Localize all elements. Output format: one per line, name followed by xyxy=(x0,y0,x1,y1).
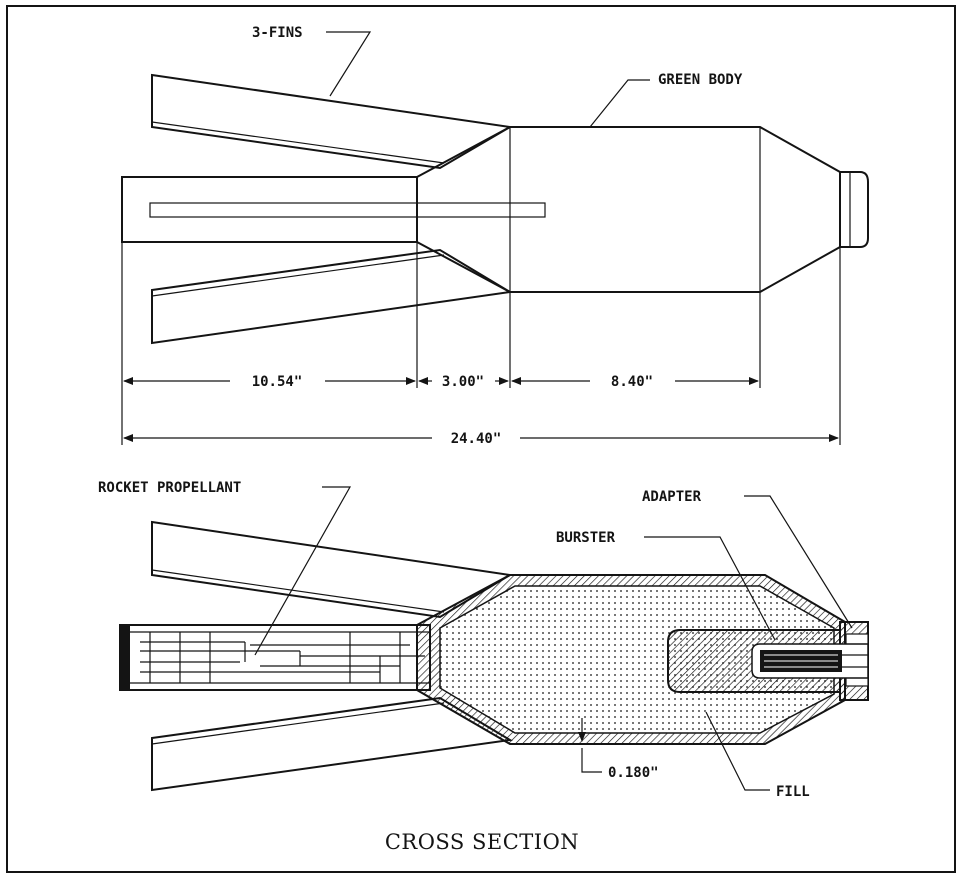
dim-10-54: 10.54" xyxy=(252,374,303,390)
fins-label: 3-FINS xyxy=(252,25,303,41)
thickness-label: 0.180" xyxy=(608,765,659,781)
caption-cross-section: CROSS SECTION xyxy=(385,830,579,854)
fill-label: FILL xyxy=(776,784,810,800)
label-thickness: 0.180" xyxy=(578,718,659,781)
dimension-row-2: 24.40" xyxy=(123,431,839,447)
cross-section-view: ROCKET PROPELLANT ADAPTER BURSTER 0.180"… xyxy=(98,480,869,854)
dim-3-00: 3.00" xyxy=(442,374,484,390)
dim-8-40: 8.40" xyxy=(611,374,653,390)
top-view: 10.54" 3.00" 8.40" 24.40" 3-FINS GREEN B… xyxy=(121,25,869,447)
rocket-propellant-motor xyxy=(119,624,431,691)
dim-24-40: 24.40" xyxy=(451,431,502,447)
green-body-outline xyxy=(416,126,841,293)
burster-label: BURSTER xyxy=(556,530,616,546)
label-fins: 3-FINS xyxy=(252,25,372,97)
label-fill: FILL xyxy=(705,711,810,800)
page-border xyxy=(6,5,956,873)
label-burster: BURSTER xyxy=(556,530,776,641)
burster xyxy=(667,629,869,693)
label-adapter: ADAPTER xyxy=(642,489,853,629)
rocket-propellant-label: ROCKET PROPELLANT xyxy=(98,480,241,496)
extension-lines xyxy=(121,242,841,445)
label-rocket-propellant: ROCKET PROPELLANT xyxy=(98,480,352,656)
dimension-row-1: 10.54" 3.00" 8.40" xyxy=(123,374,759,390)
adapter-label: ADAPTER xyxy=(642,489,702,505)
nose-cap xyxy=(839,171,869,248)
label-green-body: GREEN BODY xyxy=(589,72,743,128)
body-shell xyxy=(416,574,846,745)
motor-tube xyxy=(121,176,546,243)
green-body-label: GREEN BODY xyxy=(658,72,743,88)
fin-upper xyxy=(151,73,513,170)
